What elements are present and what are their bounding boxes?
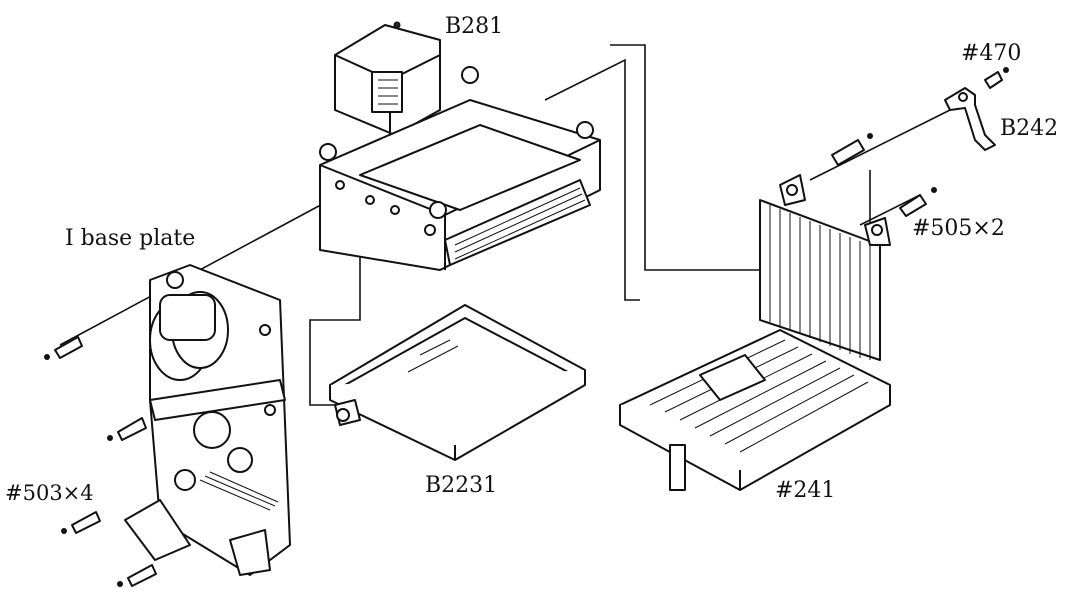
label-screws-505: #505×2 bbox=[912, 216, 1005, 241]
screw-505 bbox=[899, 187, 937, 217]
part-241-base bbox=[619, 174, 891, 491]
label-screws-503: #503×4 bbox=[5, 481, 94, 505]
label-b2231: B2231 bbox=[425, 473, 497, 498]
b242-lever bbox=[944, 87, 996, 151]
label-b242: B242 bbox=[1000, 116, 1058, 141]
label-part-241: #241 bbox=[775, 478, 835, 503]
screw-503-d bbox=[117, 564, 157, 587]
screw-503-c bbox=[61, 511, 101, 534]
label-b281: B281 bbox=[445, 14, 503, 39]
i-base-plate bbox=[124, 264, 291, 576]
screw-470 bbox=[984, 67, 1009, 89]
label-base-plate: I base plate bbox=[65, 226, 195, 251]
b281-frame-assembly bbox=[319, 21, 601, 271]
b2231-plate bbox=[329, 304, 586, 461]
label-screw-470: #470 bbox=[961, 41, 1021, 66]
screw-b242-shaft bbox=[831, 133, 873, 166]
screw-503-a bbox=[44, 336, 83, 360]
screw-503-b bbox=[107, 417, 147, 441]
